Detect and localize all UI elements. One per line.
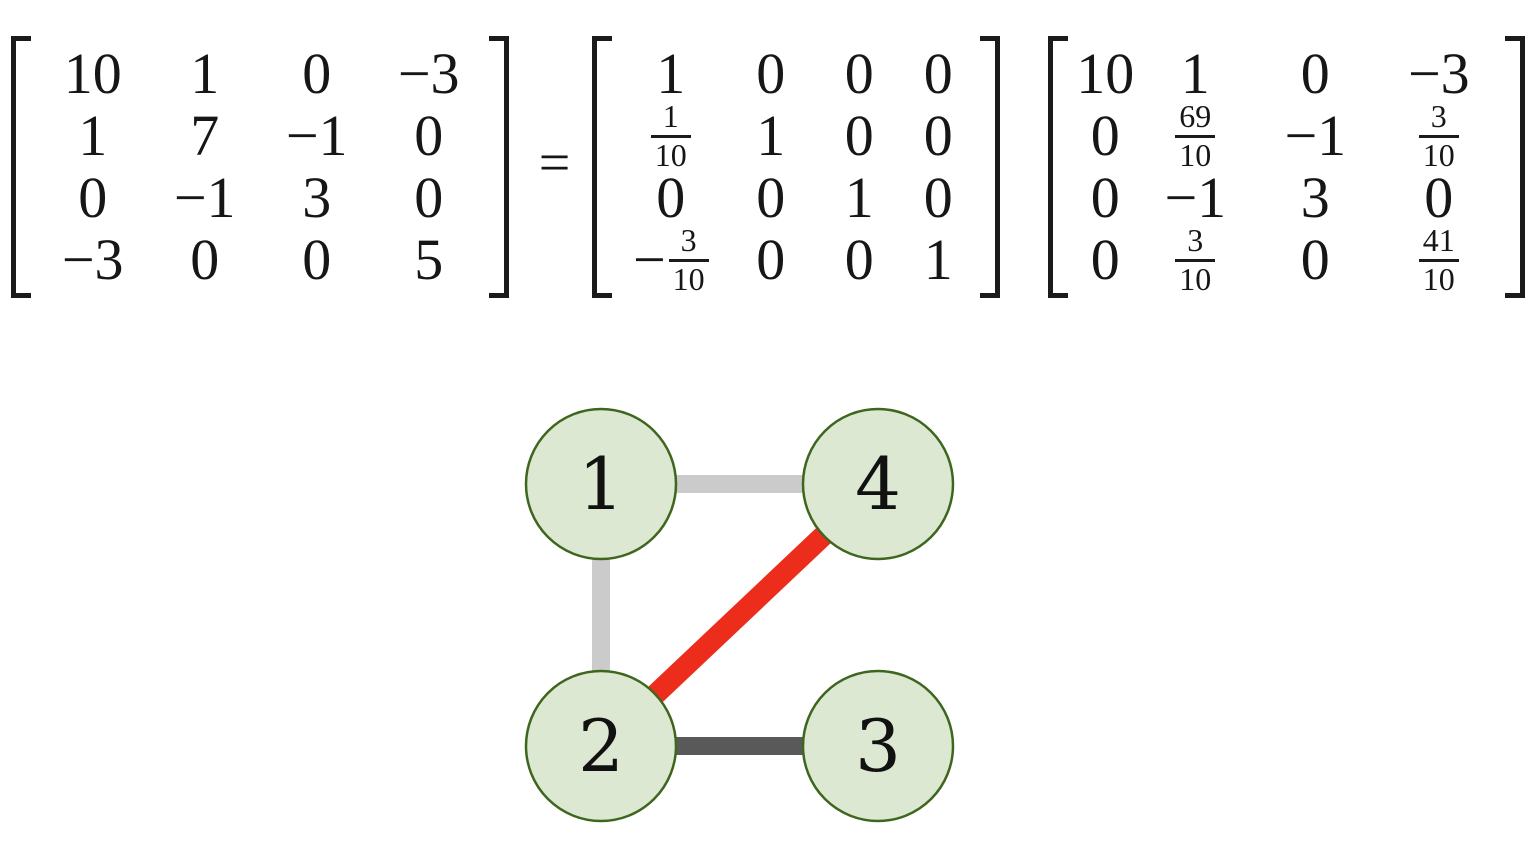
matrix-cell-r2c3: −1 [285, 103, 348, 168]
matrix-cell-r4c1: 0 [1090, 227, 1120, 292]
matrix-cell-r1c2: 0 [756, 41, 786, 106]
matrix-cell-r1c3: 0 [844, 41, 874, 106]
matrix-cell-r3c2: 0 [756, 165, 786, 230]
matrix-cell-r2c1: 0 [1090, 103, 1120, 168]
matrix-cell-r3c2: −1 [173, 165, 236, 230]
graph-node-1 [524, 407, 678, 561]
matrix-cell-r4c1: −3 [61, 227, 124, 292]
graph-node-label-3: 3 [855, 704, 901, 788]
matrix-cell-r4c3: 0 [1300, 227, 1330, 292]
matrix-cell-r2c1: 1 [78, 103, 108, 168]
matrix-cell-r1c4: 0 [923, 41, 953, 106]
matrix-cell-r3c1: 0 [78, 165, 108, 230]
graph-svg: 1 4 2 3 [524, 407, 955, 823]
matrix-cell-r3c3: 3 [1300, 165, 1330, 230]
matrix-cell-r1c4: −3 [1407, 41, 1470, 106]
right-bracket [1505, 36, 1526, 298]
matrix-cell-r1c2: 1 [1180, 41, 1210, 106]
matrix-cell-r1c3: 0 [1300, 41, 1330, 106]
matrix-cell-r1c3: 0 [302, 41, 332, 106]
matrix-cell-r1c1: 1 [656, 41, 686, 106]
right-bracket [488, 36, 509, 298]
matrix-cell-r3c1: 0 [656, 165, 686, 230]
matrix-cell-r4c4: 1 [923, 227, 953, 292]
graph-node-label-4: 4 [855, 442, 901, 526]
matrix-cell-r1c2: 1 [190, 41, 220, 106]
matrix-cell-r3c3: 1 [844, 165, 874, 230]
matrix-cell-r4c4: 5 [414, 227, 444, 292]
left-bracket [10, 36, 31, 298]
graph-node-label-2: 2 [578, 704, 624, 788]
matrix-cell-r4c3: 0 [844, 227, 874, 292]
matrix-cell-r1c1: 10 [1076, 41, 1135, 106]
matrix-cell-r4c3: 0 [302, 227, 332, 292]
matrix-cell-r3c2: −1 [1164, 165, 1227, 230]
left-bracket [592, 36, 613, 298]
matrix-cell-r1c4: −3 [397, 41, 460, 106]
equals-sign: = [538, 132, 571, 194]
left-bracket [1048, 36, 1069, 298]
matrix-cell-r1c1: 10 [63, 41, 122, 106]
matrix-cell-r2c4: 0 [414, 103, 444, 168]
matrix-cell-r2c3: 0 [844, 103, 874, 168]
matrix-cell-r3c4: 0 [923, 165, 953, 230]
matrix-cell-r4c2: 0 [190, 227, 220, 292]
matrix-cell-r2c3: −1 [1284, 103, 1347, 168]
graph-node-4 [801, 407, 955, 561]
right-bracket [980, 36, 1001, 298]
graph-node-label-1: 1 [578, 442, 624, 526]
matrix-cell-r2c4: 0 [923, 103, 953, 168]
graph-node-2 [524, 669, 678, 823]
matrix-cell-r2c2: 7 [190, 103, 220, 168]
fraction-minus: − [632, 227, 666, 292]
matrix-cell-r3c4: 0 [1424, 165, 1454, 230]
matrix-cell-r4c2: 0 [756, 227, 786, 292]
matrix-cell-r2c2: 1 [756, 103, 786, 168]
matrix-cell-r3c4: 0 [414, 165, 444, 230]
matrix-cell-r3c1: 0 [1090, 165, 1120, 230]
matrix-cell-r3c3: 3 [302, 165, 332, 230]
graph-node-3 [801, 669, 955, 823]
